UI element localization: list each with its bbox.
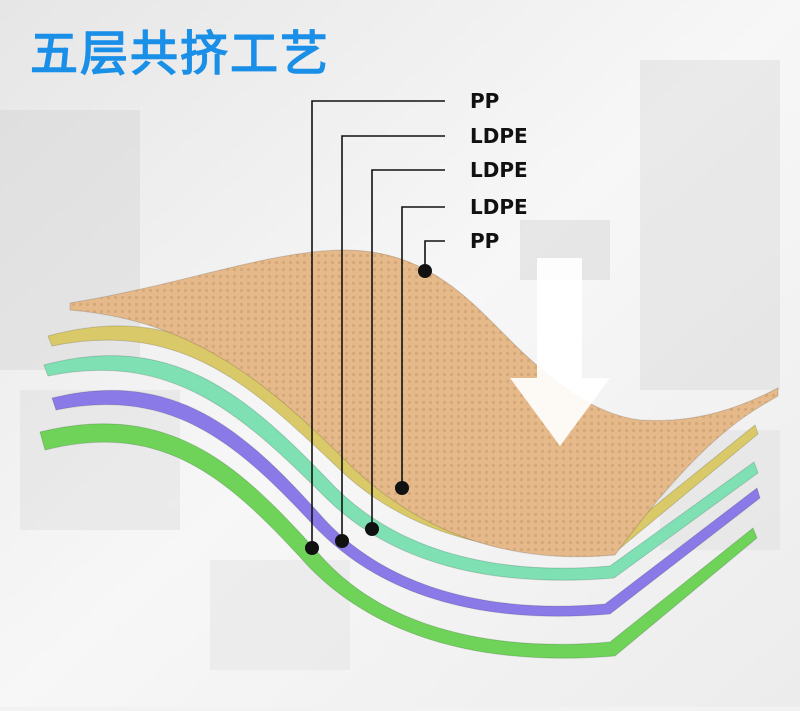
leader-dot-5 — [418, 264, 432, 278]
leader-dot-4 — [395, 481, 409, 495]
leader-dots — [305, 264, 432, 555]
layer-label-4: LDPE — [470, 195, 528, 219]
leader-line-5 — [424, 240, 445, 271]
leader-line-3 — [371, 169, 445, 529]
page-title: 五层共挤工艺 — [30, 26, 331, 82]
layer-5-pp-bottom — [39, 423, 758, 659]
leader-lines — [311, 100, 445, 548]
leader-dot-1 — [305, 541, 319, 555]
layer-3-ldpe — [43, 355, 759, 581]
downward-arrow-icon — [510, 258, 610, 446]
layer-4-ldpe — [51, 389, 761, 617]
layer-label-2: LDPE — [470, 124, 528, 148]
layer-label-3: LDPE — [470, 158, 528, 182]
leader-line-2 — [341, 135, 445, 541]
layer-label-1: PP — [470, 89, 500, 113]
leader-line-4 — [401, 206, 445, 488]
leader-dot-3 — [365, 522, 379, 536]
layer-1-mesh-texture — [70, 249, 778, 557]
leader-line-1 — [311, 100, 445, 548]
layer-label-5: PP — [470, 229, 500, 253]
leader-dot-2 — [335, 534, 349, 548]
